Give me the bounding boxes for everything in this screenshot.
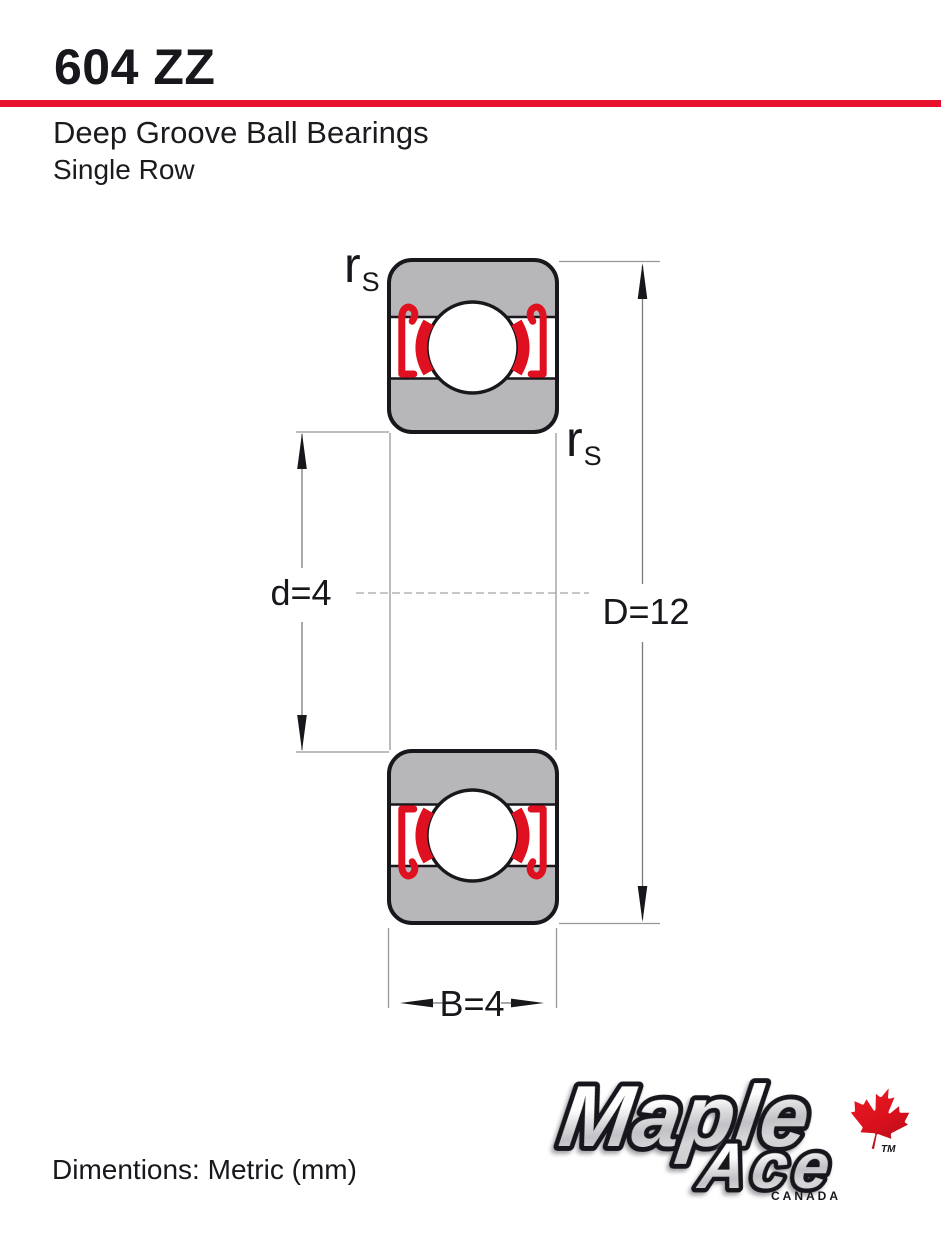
maple-leaf-shape <box>850 1088 910 1150</box>
logo-country: CANADA <box>771 1189 841 1203</box>
dimensions-note: Dimentions: Metric (mm) <box>52 1154 357 1185</box>
B-arrow-right <box>511 998 544 1008</box>
B-arrow-left <box>400 998 433 1008</box>
d-arrow-down <box>297 715 307 751</box>
logo-word-ace: Ace <box>693 1130 840 1202</box>
ball <box>425 300 520 395</box>
product-line: Deep Groove Ball Bearings <box>53 115 429 150</box>
logo-word-maple: Maple <box>554 1069 816 1165</box>
width-label: B=4 <box>439 983 504 1024</box>
bore-diameter-label: d=4 <box>270 572 331 613</box>
surface-radius-label-top: rS <box>344 237 380 297</box>
outer-diameter-label: D=12 <box>602 591 689 632</box>
trademark-symbol: TM <box>881 1144 896 1155</box>
page-title: 604 ZZ <box>54 39 216 95</box>
d-arrow-up <box>297 433 307 469</box>
shield-plate-right <box>526 303 547 378</box>
dimension-bore-d: d=4 <box>270 433 332 751</box>
shield-right-group <box>511 303 547 378</box>
D-arrow-up <box>637 263 648 299</box>
bearing-cross-section-bottom <box>389 751 557 923</box>
shield-race-arc-left <box>415 319 434 376</box>
shield-plate-left <box>398 303 419 378</box>
brand-logo: Maple Ace TM CANADA <box>549 1064 910 1206</box>
surface-radius-label-bottom: rS <box>566 411 602 471</box>
dimension-outer-D: D=12 <box>602 263 690 922</box>
bearing-cross-section-top <box>387 258 559 434</box>
shield-race-arc-right <box>511 319 530 376</box>
D-arrow-down <box>637 886 648 922</box>
product-variant: Single Row <box>53 154 195 185</box>
maple-leaf-icon <box>850 1088 910 1150</box>
dimension-width-B: B=4 <box>400 983 544 1024</box>
accent-rule <box>0 100 941 107</box>
